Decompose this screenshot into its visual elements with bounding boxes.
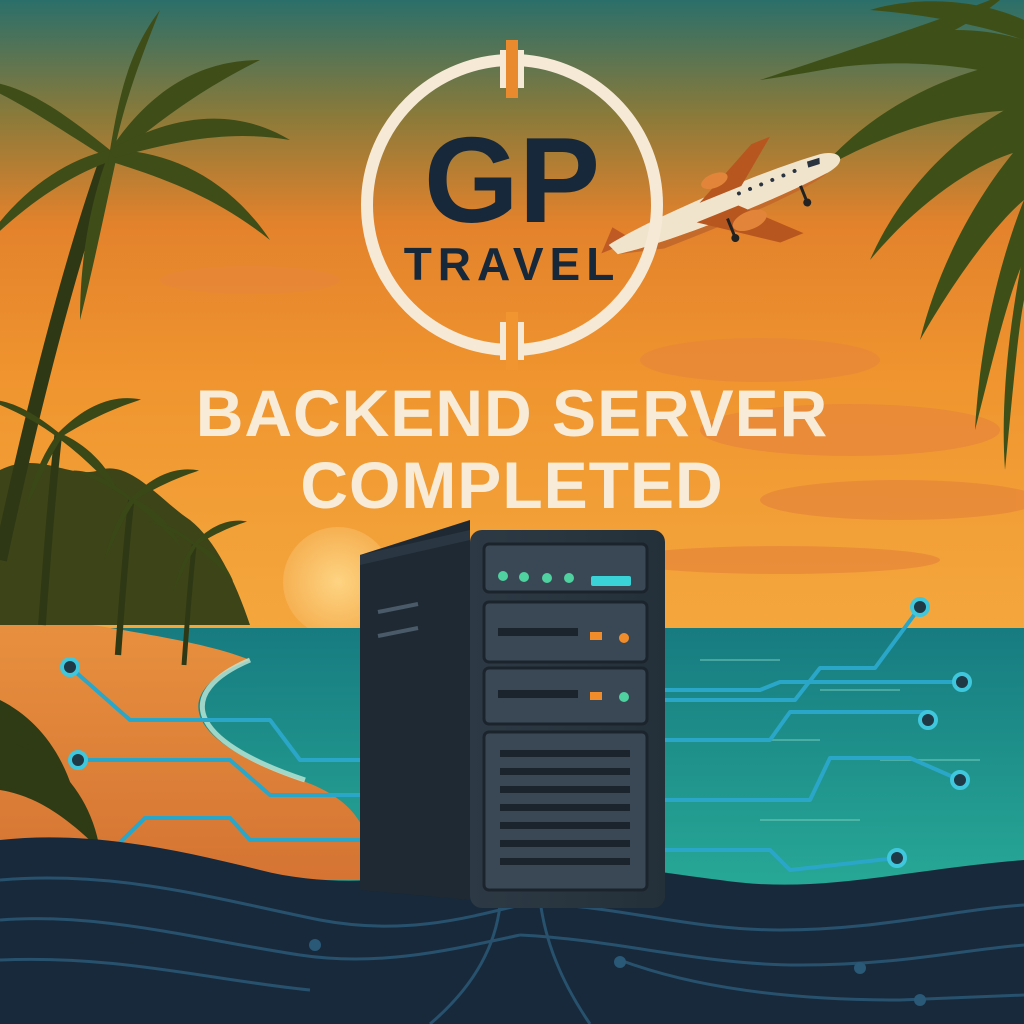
palm-tree-icon [0, 10, 290, 562]
ground-circuit-traces [0, 876, 1024, 1024]
foliage-icon [0, 700, 100, 850]
palm-tree-icon [760, 0, 1024, 470]
beach-sand [0, 610, 368, 880]
server-tower-icon [360, 520, 665, 908]
clouds [160, 266, 1024, 574]
palm-tree-icon [149, 520, 247, 666]
airplane-icon [601, 136, 841, 255]
headline-line-1: BACKEND SERVER [195, 376, 829, 450]
circuit-lines [68, 605, 964, 872]
shoreline-foam [199, 657, 306, 783]
logo-ring-notches [500, 40, 524, 370]
logo-wordmark: TRAVEL [404, 238, 621, 290]
ground-circuit-nodes [309, 939, 926, 1006]
ground-waves [0, 837, 1024, 1024]
palm-tree-icon [0, 398, 141, 626]
headline-line-2: COMPLETED [300, 448, 724, 522]
logo-initials: GP [424, 112, 600, 248]
